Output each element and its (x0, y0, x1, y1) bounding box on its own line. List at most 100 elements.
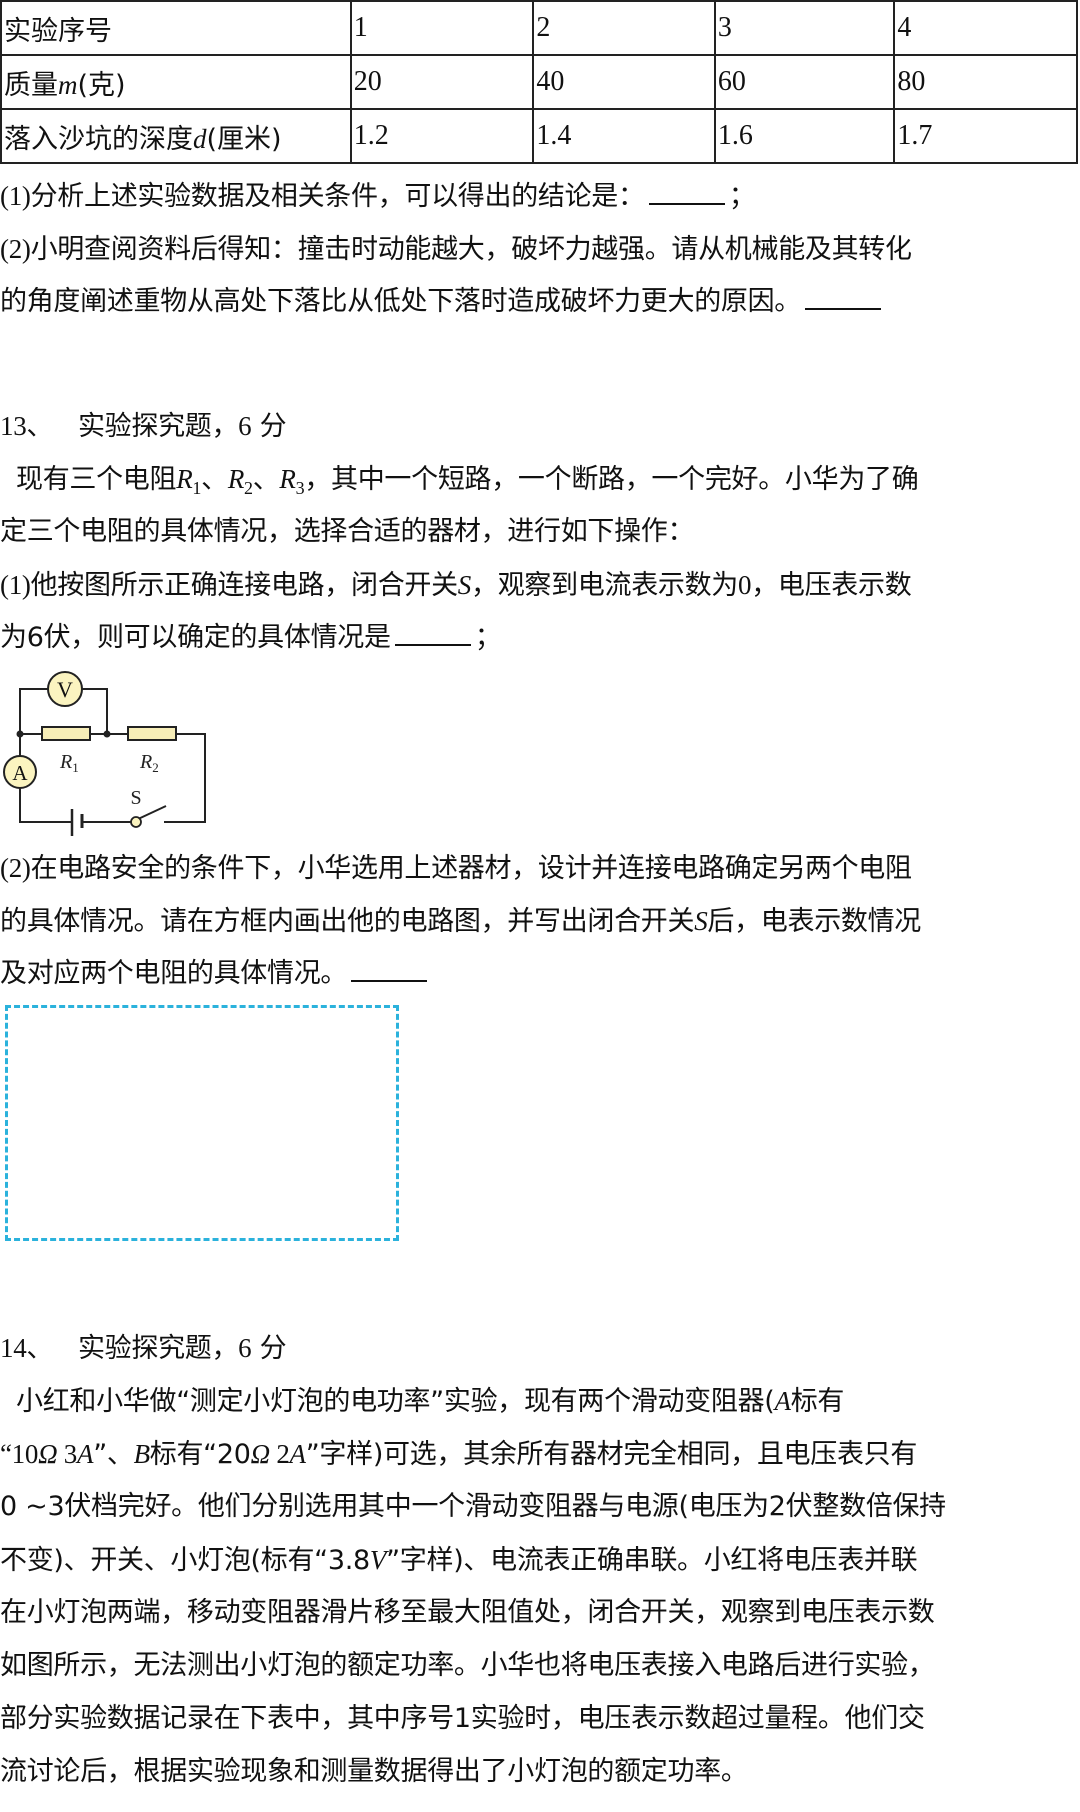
r2-label: R2 (139, 751, 159, 775)
question-text: 流讨论后，根据实验现象和测量数据得出了小灯泡的额定功率。 (0, 1756, 748, 1787)
spec-text: 3 (57, 1439, 78, 1469)
table-cell: 4 (893, 0, 1078, 56)
question-text: 标有 (790, 1386, 845, 1417)
row-header: 落入沙坑的深度d(厘米) (0, 108, 352, 164)
variable-m: m (58, 69, 78, 100)
svg-text:A: A (12, 761, 28, 785)
question-text: 如图所示，无法测出小灯泡的额定功率。小华也将电压表接入电路后进行实验， (0, 1650, 935, 1681)
q13-intro-line1: 现有三个电阻R1、R2、R3，其中一个短路，一个断路，一个完好。小华为了确 (16, 461, 919, 506)
q13-part1-line1: (1)他按图所示正确连接电路，闭合开关S，观察到电流表示数为0，电压表示数 (0, 567, 912, 604)
question-text: ”、 (93, 1439, 134, 1470)
question-text: ，电压表示数 (751, 570, 912, 601)
table-cell: 1 (349, 0, 535, 56)
score-unit: 分 (259, 1333, 287, 1364)
experiment-data-table: 实验序号 1 2 3 4 质量m(克) 20 40 60 80 落入沙坑的深度d… (0, 0, 1078, 164)
q14-line2: “10Ω 3A”、B标有“20Ω 2A”字样)可选，其余所有器材完全相同，且电压… (0, 1436, 917, 1473)
variable-d: d (193, 123, 207, 154)
question-text: 现有三个电阻 (16, 464, 177, 495)
question-text: 他按图所示正确连接电路，闭合开关 (30, 570, 459, 601)
value: 0 (738, 570, 752, 600)
table-cell: 1.6 (713, 108, 896, 164)
question-text: ”字样)可选，其余所有器材完全相同，且电压表只有 (305, 1439, 918, 1470)
spec-text: “10 (0, 1439, 39, 1469)
q14-line5: 在小灯泡两端，移动变阻器滑片移至最大阻值处，闭合开关，观察到电压表示数 (0, 1595, 935, 1631)
table-cell: 20 (349, 54, 535, 110)
resistor-r1 (41, 726, 91, 741)
q12-part2-line1: (2)小明查阅资料后得知：撞击时动能越大，破坏力越强。请从机械能及其转化 (0, 231, 912, 268)
part-number: (1) (0, 570, 31, 600)
unit-label: (厘米) (206, 123, 282, 155)
punctuation: ； (728, 181, 756, 212)
question-text: ，其中一个短路，一个断路，一个完好。小华为了确 (304, 464, 919, 495)
part-number: (2) (0, 853, 31, 883)
part-number: (1) (0, 181, 31, 211)
junction-dot (16, 730, 24, 738)
score: 6 (238, 411, 252, 441)
omega-symbol: Ω (250, 1439, 271, 1469)
question-text: 分析上述实验数据及相关条件，可以得出的结论是： (30, 181, 645, 212)
question-type: 实验探究题， (77, 1333, 239, 1364)
answer-blank[interactable] (394, 620, 471, 646)
answer-blank[interactable] (805, 284, 881, 310)
question-text: 及对应两个电阻的具体情况。 (0, 958, 348, 989)
table-cell: 1.4 (532, 108, 716, 164)
q14-heading: 14、 实验探究题，6 分 (0, 1330, 287, 1367)
q13-part2-line2: 的具体情况。请在方框内画出他的电路图，并写出闭合开关S后，电表示数情况 (0, 903, 921, 940)
subscript: 1 (192, 478, 202, 498)
row-label: 实验序号 (4, 15, 112, 47)
q14-line7: 部分实验数据记录在下表中，其中序号1实验时，电压表示数超过量程。他们交 (0, 1701, 925, 1737)
variable-s: S (694, 906, 708, 936)
question-text: 的具体情况。请在方框内画出他的电路图，并写出闭合开关 (0, 906, 695, 937)
row-label: 落入沙坑的深度 (4, 123, 193, 155)
separator: 、 (201, 464, 228, 495)
question-text: 在电路安全的条件下，小华选用上述器材，设计并连接电路确定另两个电阻 (30, 853, 912, 884)
question-type: 实验探究题， (77, 411, 239, 442)
svg-text:V: V (57, 677, 73, 702)
q12-part1: (1)分析上述实验数据及相关条件，可以得出的结论是： ； (0, 178, 756, 215)
question-text: 部分实验数据记录在下表中，其中序号1实验时，电压表示数超过量程。他们交 (0, 1703, 925, 1734)
question-text: 定三个电阻的具体情况，选择合适的器材，进行如下操作： (0, 516, 695, 547)
table-cell: 80 (893, 54, 1078, 110)
score-unit: 分 (259, 411, 287, 442)
row-header: 实验序号 (0, 0, 352, 56)
question-text: 小明查阅资料后得知：撞击时动能越大，破坏力越强。请从机械能及其转化 (30, 234, 912, 265)
question-text: 小红和小华做“测定小灯泡的电功率”实验，现有两个滑动变阻器( (16, 1386, 775, 1417)
question-number: 13、 (0, 411, 54, 441)
q12-part2-line2: 的角度阐述重物从高处下落比从低处下落时造成破坏力更大的原因。 (0, 284, 885, 320)
circuit-drawing-box[interactable] (5, 1005, 399, 1241)
r1-label: R1 (59, 751, 79, 775)
row-header: 质量m(克) (0, 54, 352, 110)
separator: 、 (252, 464, 280, 495)
variable-a: A (289, 1439, 307, 1469)
omega-symbol: Ω (38, 1439, 58, 1469)
q13-part2-line1: (2)在电路安全的条件下，小华选用上述器材，设计并连接电路确定另两个电阻 (0, 850, 912, 887)
table-cell: 40 (532, 54, 716, 110)
answer-blank[interactable] (648, 179, 725, 205)
q13-heading: 13、 实验探究题，6 分 (0, 408, 287, 445)
table-row: 实验序号 1 2 3 4 (0, 0, 1078, 56)
table-cell: 3 (713, 0, 896, 56)
table-row: 质量m(克) 20 40 60 80 (0, 54, 1078, 110)
switch-icon (130, 816, 142, 828)
question-text: 的角度阐述重物从高处下落比从低处下落时造成破坏力更大的原因。 (0, 286, 801, 317)
table-cell: 1.2 (349, 108, 535, 164)
subscript: 3 (295, 478, 305, 498)
question-text: ，观察到电流表示数为 (471, 570, 738, 601)
variable-r: R (279, 464, 296, 494)
junction-dot (103, 730, 111, 738)
variable-b: B (133, 1439, 151, 1469)
q13-part1-line2: 为6伏，则可以确定的具体情况是； (0, 620, 502, 656)
punctuation: ； (474, 622, 502, 653)
variable-a: A (774, 1386, 792, 1416)
variable-v: V (369, 1545, 387, 1575)
table-cell: 1.7 (893, 108, 1078, 164)
q14-line8: 流讨论后，根据实验现象和测量数据得出了小灯泡的额定功率。 (0, 1754, 748, 1790)
table-row: 落入沙坑的深度d(厘米) 1.2 1.4 1.6 1.7 (0, 108, 1078, 164)
table-cell: 2 (532, 0, 716, 56)
spec-text: 2 (269, 1439, 290, 1469)
score: 6 (238, 1333, 252, 1363)
q14-line3: 0 ~3伏档完好。他们分别选用其中一个滑动变阻器与电源(电压为2伏整数倍保持 (0, 1489, 946, 1525)
answer-blank[interactable] (351, 956, 428, 982)
question-text: 后，电表示数情况 (707, 906, 922, 937)
table-cell: 60 (713, 54, 896, 110)
